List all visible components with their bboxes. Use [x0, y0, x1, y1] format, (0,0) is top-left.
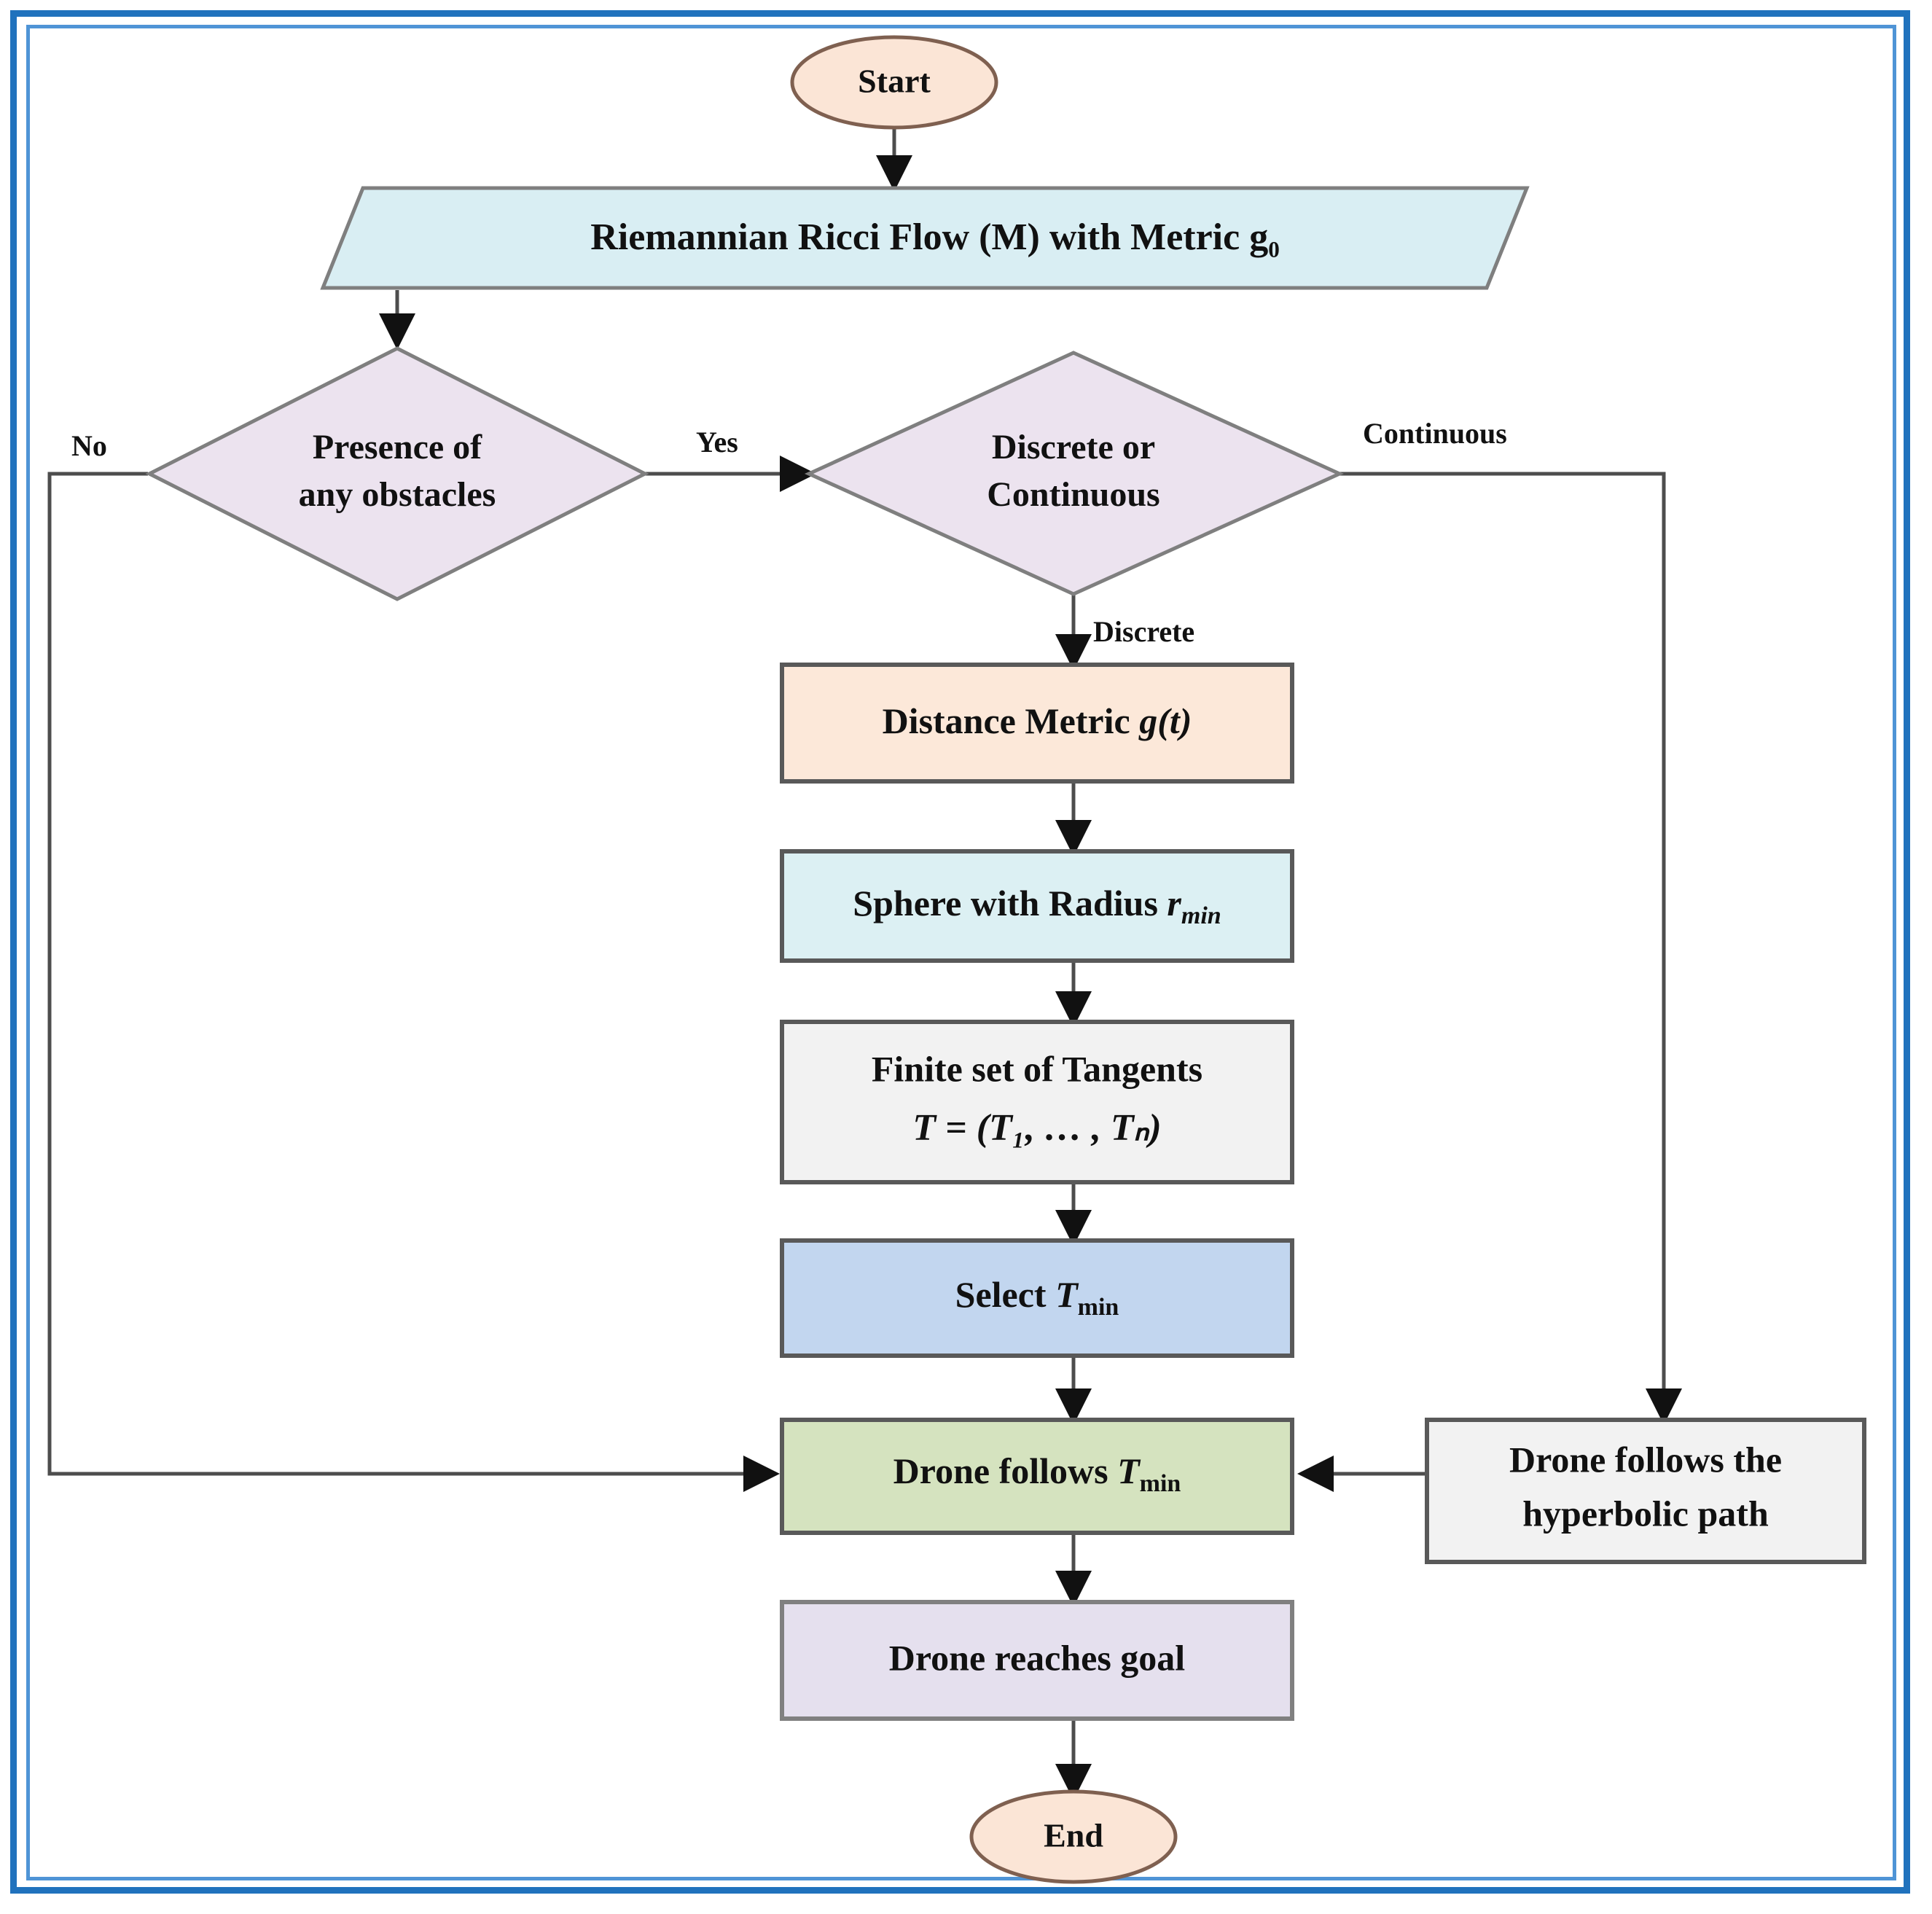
node-obstacles-decision[interactable]: Presence of any obstacles [145, 346, 649, 601]
node-end[interactable]: End [969, 1789, 1178, 1884]
distance-metric-label: Distance Metric g(t) [883, 700, 1192, 741]
distance-metric-rect-shape [780, 663, 1294, 784]
drone-follows-tmin-label: Drone follows Tmin [893, 1450, 1181, 1496]
start-label: Start [858, 63, 931, 100]
start-ellipse-shape [790, 35, 998, 130]
node-ricci-flow[interactable]: Riemannian Ricci Flow (M) with Metric g₀ [320, 186, 1530, 290]
sphere-radius-label-prefix: Sphere with Radius [853, 883, 1167, 923]
node-hyperbolic-path[interactable]: Drone follows the hyperbolic path [1425, 1418, 1866, 1564]
sphere-radius-label: Sphere with Radius rmin [853, 883, 1221, 929]
finite-tangents-label-line2: T = (T₁, … , Tₙ) [912, 1107, 1161, 1149]
ricci-flow-parallelogram-shape [320, 186, 1530, 290]
node-start[interactable]: Start [790, 35, 998, 130]
edge-obstacles-no [47, 472, 780, 1492]
ricci-flow-label: Riemannian Ricci Flow (M) with Metric g₀ [590, 216, 1280, 258]
drone-follows-tmin-label-sub: min [1140, 1470, 1181, 1497]
node-sphere-radius[interactable]: Sphere with Radius rmin [780, 849, 1294, 963]
hyperbolic-path-rect-shape [1425, 1418, 1866, 1564]
edge-label-layer: No Yes Continuous Discrete [71, 417, 1507, 648]
finite-tangents-label-line1: Finite set of Tangents [872, 1048, 1202, 1089]
drone-follows-tmin-label-prefix: Drone follows [893, 1450, 1117, 1491]
discrete-continuous-label-line2: Continuous [987, 475, 1159, 514]
edge-label-no: No [71, 429, 107, 462]
edge-label-yes: Yes [696, 426, 738, 458]
node-distance-metric[interactable]: Distance Metric g(t) [780, 663, 1294, 784]
outer-border-frame [10, 10, 1910, 1894]
end-label: End [1044, 1817, 1103, 1854]
node-discrete-continuous-decision[interactable]: Discrete or Continuous [804, 351, 1345, 596]
drone-reaches-goal-label: Drone reaches goal [889, 1637, 1186, 1678]
edge-label-discrete: Discrete [1093, 615, 1194, 648]
drone-follows-tmin-rect-shape [780, 1418, 1294, 1535]
connector-layer [47, 117, 1682, 1800]
obstacles-label-line2: any obstacles [299, 475, 496, 514]
discrete-continuous-diamond-shape [804, 351, 1345, 596]
obstacles-label-line1: Presence of [313, 428, 482, 466]
select-tmin-label: Select Tmin [955, 1274, 1119, 1320]
select-tmin-label-math: T [1055, 1274, 1079, 1315]
finite-tangents-rect-shape [780, 1020, 1294, 1184]
discrete-continuous-label-line1: Discrete or [992, 428, 1155, 466]
edge-label-continuous: Continuous [1363, 417, 1507, 450]
select-tmin-label-sub: min [1078, 1294, 1119, 1321]
node-drone-reaches-goal[interactable]: Drone reaches goal [780, 1600, 1294, 1721]
drone-reaches-goal-rect-shape [780, 1600, 1294, 1721]
node-finite-tangents[interactable]: Finite set of Tangents T = (T₁, … , Tₙ) [780, 1020, 1294, 1184]
sphere-radius-label-math: r [1167, 883, 1181, 923]
node-drone-follows-tmin[interactable]: Drone follows Tmin [780, 1418, 1294, 1535]
obstacles-diamond-shape [145, 346, 649, 601]
hyperbolic-path-label-line2: hyperbolic path [1522, 1493, 1769, 1534]
sphere-radius-label-sub: min [1181, 902, 1221, 929]
end-ellipse-shape [969, 1789, 1178, 1884]
sphere-radius-rect-shape [780, 849, 1294, 963]
hyperbolic-path-label-line1: Drone follows the [1509, 1439, 1782, 1480]
drone-follows-tmin-label-math: T [1117, 1450, 1141, 1491]
select-tmin-rect-shape [780, 1238, 1294, 1358]
node-select-tmin[interactable]: Select Tmin [780, 1238, 1294, 1358]
edge-continuous [1340, 472, 1682, 1425]
inner-border-frame [26, 25, 1896, 1880]
distance-metric-label-math: g(t) [1138, 700, 1192, 741]
select-tmin-label-prefix: Select [955, 1274, 1055, 1315]
distance-metric-label-prefix: Distance Metric [883, 700, 1140, 741]
